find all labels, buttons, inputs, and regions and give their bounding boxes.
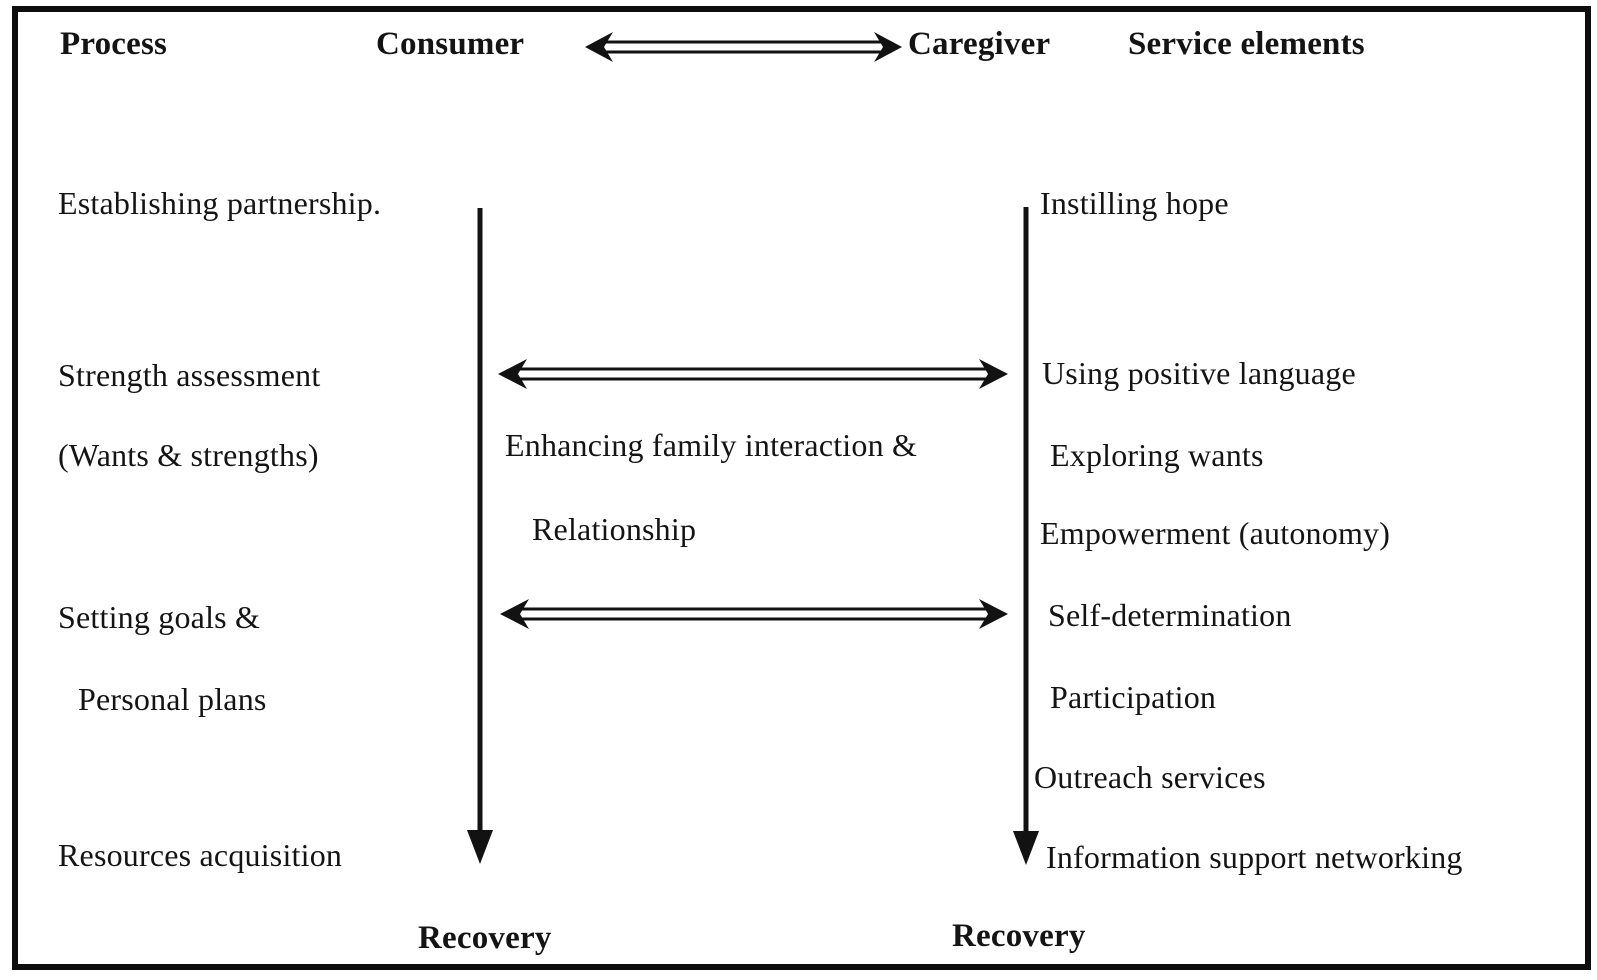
service-element-exploring-wants: Exploring wants — [1050, 437, 1264, 473]
process-step-establishing-partnership: Establishing partnership. — [58, 185, 382, 221]
service-element-self-determination: Self-determination — [1048, 597, 1292, 633]
service-element-empowerment-autonomy: Empowerment (autonomy) — [1040, 515, 1391, 551]
outcome-recovery-caregiver: Recovery — [952, 918, 1086, 954]
process-step-personal-plans: Personal plans — [78, 681, 267, 717]
process-step-strength-assessment: Strength assessment — [58, 357, 321, 393]
caregiver-process-arrow-icon — [1013, 207, 1039, 865]
note-relationship: Relationship — [532, 511, 697, 547]
consumer-process-arrow-icon — [467, 208, 493, 864]
process-step-resources-acquisition: Resources acquisition — [58, 837, 343, 873]
process-step-setting-goals: Setting goals & — [58, 599, 261, 635]
header-caregiver: Caregiver — [908, 26, 1051, 62]
header-process: Process — [60, 26, 168, 62]
service-element-participation: Participation — [1050, 679, 1217, 715]
service-element-outreach-services: Outreach services — [1034, 759, 1266, 795]
process-step-wants-strengths: (Wants & strengths) — [58, 437, 319, 473]
note-enhancing-family-interaction: Enhancing family interaction & — [505, 427, 918, 463]
strength-assessment-double-arrow-icon — [498, 359, 1008, 389]
service-element-using-positive-language: Using positive language — [1042, 355, 1356, 391]
outcome-recovery-consumer: Recovery — [418, 920, 552, 956]
service-element-information-support-networking: Information support networking — [1046, 839, 1463, 875]
service-element-instilling-hope: Instilling hope — [1040, 185, 1229, 221]
header-service-elements: Service elements — [1128, 26, 1365, 62]
goal-setting-double-arrow-icon — [500, 599, 1008, 629]
header-consumer: Consumer — [376, 26, 525, 62]
consumer-caregiver-double-arrow-icon — [585, 32, 902, 62]
